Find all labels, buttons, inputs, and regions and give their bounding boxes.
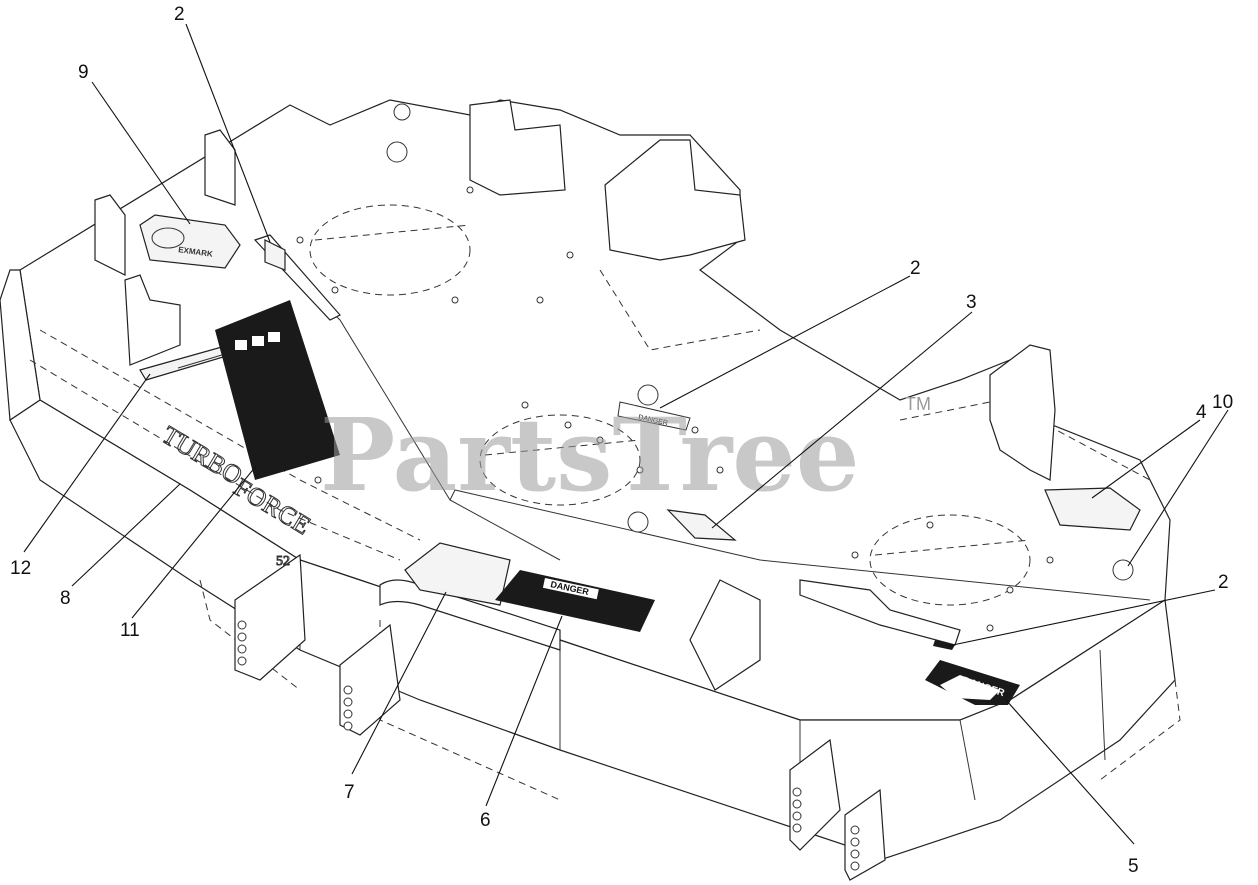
callout-2-mid: 2 bbox=[910, 258, 921, 279]
leader-8 bbox=[71, 483, 181, 587]
leader-3 bbox=[711, 311, 973, 529]
mower-deck bbox=[0, 99, 1181, 881]
blade-opening-center bbox=[479, 414, 641, 506]
bracket-right-arm bbox=[989, 344, 1056, 481]
decal-danger-6: DANGER bbox=[495, 570, 655, 632]
leader-5 bbox=[1005, 699, 1135, 845]
callout-6: 6 bbox=[480, 810, 491, 831]
spindle-cap-center bbox=[637, 384, 659, 406]
bracket-front-center bbox=[689, 579, 761, 691]
decal-danger-2-top bbox=[264, 239, 286, 271]
deck-ridge-right bbox=[799, 579, 961, 646]
spindle-cap-left bbox=[386, 141, 408, 163]
decal-4 bbox=[1044, 487, 1141, 531]
leader-11 bbox=[131, 465, 257, 619]
decal-safety-11 bbox=[215, 300, 340, 480]
decal-7 bbox=[404, 542, 511, 606]
bracket-idler-left bbox=[124, 274, 181, 366]
bracket-front-left bbox=[234, 553, 306, 681]
callout-7: 7 bbox=[344, 782, 355, 803]
leader-2-mid bbox=[659, 275, 911, 409]
leader-6 bbox=[485, 615, 563, 807]
watermark-brand: PartsTree bbox=[320, 396, 860, 514]
bracket-front-right bbox=[789, 738, 841, 851]
leader-4 bbox=[1091, 419, 1201, 499]
callout-labels: 2 9 2 3 4 10 2 12 8 11 7 6 5 bbox=[10, 4, 1233, 877]
bracket-rear-center bbox=[469, 99, 566, 196]
leader-2-top bbox=[185, 23, 271, 243]
callout-12: 12 bbox=[10, 558, 31, 579]
leader-10 bbox=[1127, 409, 1229, 567]
front-roller bbox=[379, 579, 561, 651]
spindle-cap-front bbox=[627, 511, 649, 533]
callout-2-top: 2 bbox=[174, 4, 185, 25]
blade-opening-right bbox=[869, 514, 1031, 606]
bracket-rear-left-2 bbox=[204, 129, 236, 206]
callout-11: 11 bbox=[120, 620, 140, 641]
decal-danger-5: DANGER bbox=[925, 660, 1020, 705]
deck-left-wall bbox=[0, 269, 41, 422]
decal-logo-9: EXMARK bbox=[139, 214, 241, 269]
leader-7 bbox=[351, 591, 447, 775]
callout-8: 8 bbox=[60, 588, 71, 609]
bracket-rear-left bbox=[94, 194, 126, 276]
callout-4: 4 bbox=[1196, 402, 1207, 423]
decal-danger-2-right bbox=[933, 640, 955, 650]
height-adjust-holes bbox=[237, 620, 860, 871]
leader-9 bbox=[91, 81, 191, 225]
decal-3 bbox=[666, 509, 737, 541]
leader-12 bbox=[23, 373, 151, 553]
leader-2-right bbox=[947, 589, 1216, 647]
callout-3: 3 bbox=[966, 292, 977, 313]
bracket-front-center-left bbox=[339, 623, 401, 736]
watermark-trademark: TM bbox=[905, 394, 931, 414]
blade-opening-left bbox=[309, 204, 471, 296]
bracket-rear-right bbox=[604, 139, 746, 261]
leader-lines bbox=[23, 23, 1229, 845]
callout-5: 5 bbox=[1128, 856, 1139, 877]
callout-9: 9 bbox=[78, 62, 89, 83]
callout-10: 10 bbox=[1212, 392, 1233, 413]
deck-lettering-size: 52 bbox=[276, 554, 290, 569]
callout-2-right: 2 bbox=[1218, 572, 1229, 593]
